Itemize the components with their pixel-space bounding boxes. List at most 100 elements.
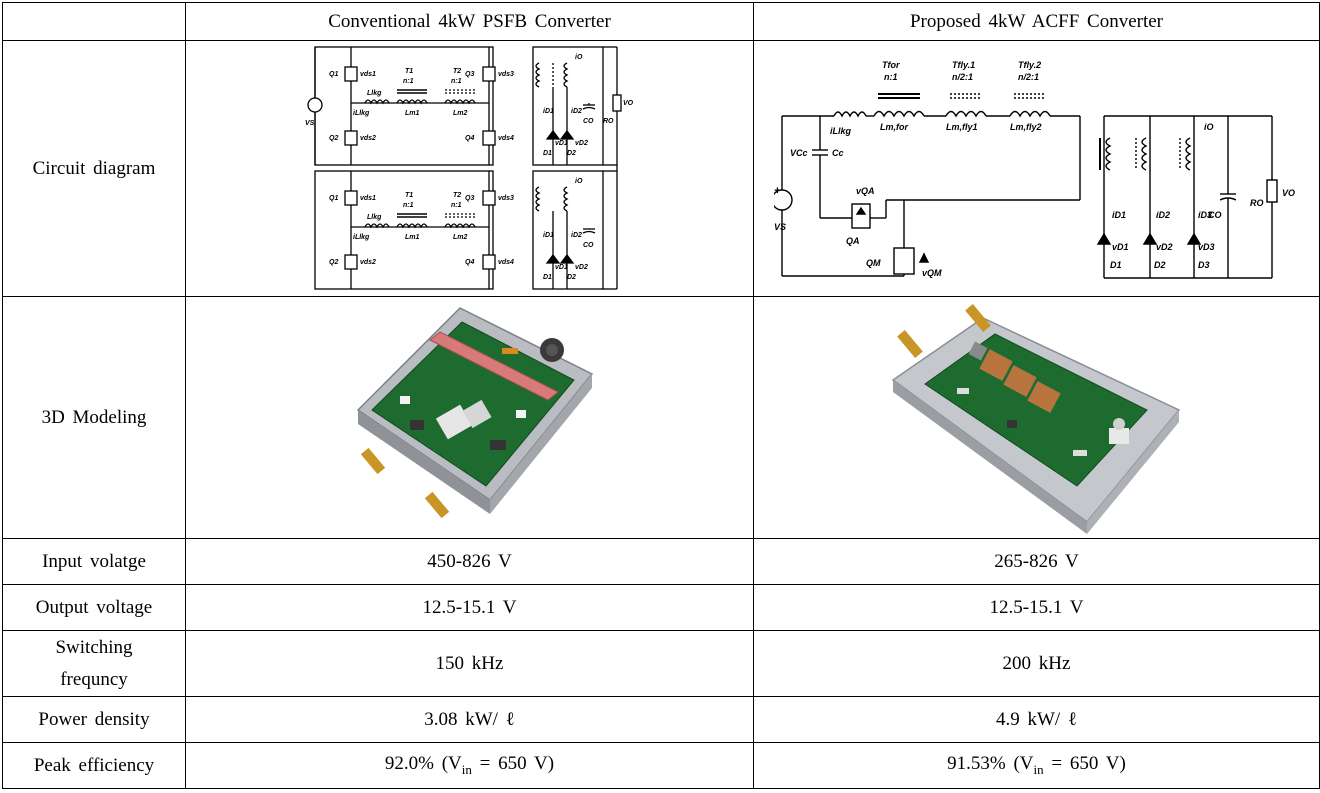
acff-3d-cell xyxy=(753,296,1320,539)
psfb-vd1-label: vD1 xyxy=(555,140,568,147)
input-voltage-label: Input volatge xyxy=(2,538,186,585)
psfb-b-id1-label: iD1 xyxy=(543,232,554,239)
psfb-co-label: CO xyxy=(583,118,594,125)
acff-tfor-label: Tfor xyxy=(882,60,900,70)
psfb-b-t1-ratio: n:1 xyxy=(403,202,414,209)
acff-tfly1-label: Tfly.1 xyxy=(952,60,975,70)
psfb-t1-ratio: n:1 xyxy=(403,78,414,85)
acff-d3-label: D3 xyxy=(1198,260,1210,270)
acff-id1-label: iD1 xyxy=(1112,210,1126,220)
psfb-vo-label: VO xyxy=(623,100,634,107)
psfb-b-t2-ratio: n:1 xyxy=(451,202,462,209)
modeling-row: 3D Modeling xyxy=(2,296,1320,539)
psfb-b-vds2-label: vds2 xyxy=(360,259,376,266)
psfb-b-q4-label: Q4 xyxy=(465,259,474,266)
psfb-circuit-cell: VS Q1 Q2 Q3 Q4 vds1 vds2 vds3 vds4 T1 n:… xyxy=(185,40,754,297)
psfb-3d-model xyxy=(356,306,593,518)
acff-illkg-label: iLlkg xyxy=(830,126,852,136)
eff-acff-sub: in xyxy=(1033,761,1044,777)
psfb-b-vd2-label: vD2 xyxy=(575,264,588,271)
acff-vs-plus: + xyxy=(774,185,781,197)
acff-3d-model xyxy=(891,303,1180,534)
acff-lmfly2-label: Lm,fly2 xyxy=(1010,122,1042,132)
psfb-b-t2-label: T2 xyxy=(453,192,461,199)
eff-acff-value: 91.53% (V xyxy=(947,753,1034,775)
peak-efficiency-label: Peak efficiency xyxy=(2,742,186,789)
psfb-3d-cell xyxy=(185,296,754,539)
input-voltage-row: Input volatge 450-826 V 265-826 V xyxy=(2,538,1320,585)
psfb-lm2-label: Lm2 xyxy=(453,110,468,117)
psfb-id2-label: iD2 xyxy=(571,108,582,115)
acff-qa-label: QA xyxy=(846,236,860,246)
eff-psfb-post: = 650 V) xyxy=(471,753,555,775)
psfb-id1-label: iD1 xyxy=(543,108,554,115)
psfb-vds4-label: vds4 xyxy=(498,135,514,142)
psfb-b-d2-label: D2 xyxy=(567,274,576,281)
acff-cc-label: Cc xyxy=(832,148,844,158)
acff-vcc-label: VCc xyxy=(790,148,808,158)
psfb-q4-label: Q4 xyxy=(465,135,474,142)
switching-label-line1: Switching xyxy=(55,636,133,658)
psfb-q3-label: Q3 xyxy=(465,71,474,78)
psfb-b-vd1-label: vD1 xyxy=(555,264,568,271)
psfb-d2-label: D2 xyxy=(567,150,576,157)
output-voltage-label: Output voltage xyxy=(2,584,186,631)
output-voltage-acff: 12.5-15.1 V xyxy=(753,584,1320,631)
input-voltage-acff: 265-826 V xyxy=(753,538,1320,585)
switching-frequency-label: Switching frequncy xyxy=(2,630,186,697)
acff-ro-label: RO xyxy=(1250,198,1264,208)
input-voltage-psfb: 450-826 V xyxy=(185,538,754,585)
psfb-vd2-label: vD2 xyxy=(575,140,588,147)
psfb-vds2-label: vds2 xyxy=(360,135,376,142)
psfb-vds1-label: vds1 xyxy=(360,71,376,78)
switching-frequency-psfb: 150 kHz xyxy=(185,630,754,697)
psfb-b-q3-label: Q3 xyxy=(465,195,474,202)
peak-efficiency-psfb: 92.0% (Vin = 650 V) xyxy=(185,742,754,789)
psfb-b-ilkg-label: iLlkg xyxy=(353,234,370,241)
psfb-d1-label: D1 xyxy=(543,150,552,157)
acff-vd1-label: vD1 xyxy=(1112,242,1129,252)
psfb-b-lm1-label: Lm1 xyxy=(405,234,420,241)
psfb-b-id2-label: iD2 xyxy=(571,232,582,239)
eff-psfb-value: 92.0% (V xyxy=(384,753,462,775)
acff-vs-label: VS xyxy=(774,222,786,232)
acff-vd2-label: vD2 xyxy=(1156,242,1173,252)
acff-vqa-label: vQA xyxy=(856,186,875,196)
acff-circuit-diagram: + VS Tfor n:1 Tfly.1 n/2:1 Tfly.2 n/2:1 … xyxy=(774,60,1295,279)
acff-lmfly1-label: Lm,fly1 xyxy=(946,122,978,132)
psfb-b-vds3-label: vds3 xyxy=(498,195,514,202)
psfb-q1-label: Q1 xyxy=(329,71,338,78)
header-psfb: Conventional 4kW PSFB Converter xyxy=(185,2,754,41)
psfb-ilkg-label: iLlkg xyxy=(353,110,370,117)
psfb-b-co-label: CO xyxy=(583,242,594,249)
psfb-lm1-label: Lm1 xyxy=(405,110,420,117)
modeling-label: 3D Modeling xyxy=(2,296,186,539)
psfb-t2-label: T2 xyxy=(453,68,461,75)
psfb-b-llkg-label: Llkg xyxy=(367,214,382,221)
psfb-b-t1-label: T1 xyxy=(405,192,413,199)
acff-tfor-ratio: n:1 xyxy=(884,72,898,82)
acff-vqm-label: vQM xyxy=(922,268,942,278)
psfb-circuit-diagram: VS Q1 Q2 Q3 Q4 vds1 vds2 vds3 vds4 T1 n:… xyxy=(305,45,634,290)
header-acff: Proposed 4kW ACFF Converter xyxy=(753,2,1320,41)
psfb-ro-label: RO xyxy=(603,118,614,125)
psfb-vds3-label: vds3 xyxy=(498,71,514,78)
psfb-b-vds1-label: vds1 xyxy=(360,195,376,202)
psfb-b-q2-label: Q2 xyxy=(329,259,338,266)
eff-acff-post: = 650 V) xyxy=(1043,753,1126,775)
switching-label-line2: frequncy xyxy=(60,668,128,690)
switching-frequency-row: Switching frequncy 150 kHz 200 kHz xyxy=(2,630,1320,697)
peak-efficiency-row: Peak efficiency 92.0% (Vin = 650 V) 91.5… xyxy=(2,742,1320,789)
acff-circuit-cell: + VS Tfor n:1 Tfly.1 n/2:1 Tfly.2 n/2:1 … xyxy=(753,40,1320,297)
eff-psfb-sub: in xyxy=(461,761,472,777)
acff-vd3-label: vD3 xyxy=(1198,242,1215,252)
psfb-b-d1-label: D1 xyxy=(543,274,552,281)
acff-io-label: iO xyxy=(1204,122,1214,132)
psfb-b-vds4-label: vds4 xyxy=(498,259,514,266)
circuit-row: Circuit diagram xyxy=(2,40,1320,297)
psfb-q2-label: Q2 xyxy=(329,135,338,142)
acff-d2-label: D2 xyxy=(1154,260,1166,270)
header-blank-cell xyxy=(2,2,186,41)
power-density-label: Power density xyxy=(2,696,186,743)
circuit-label: Circuit diagram xyxy=(2,40,186,297)
